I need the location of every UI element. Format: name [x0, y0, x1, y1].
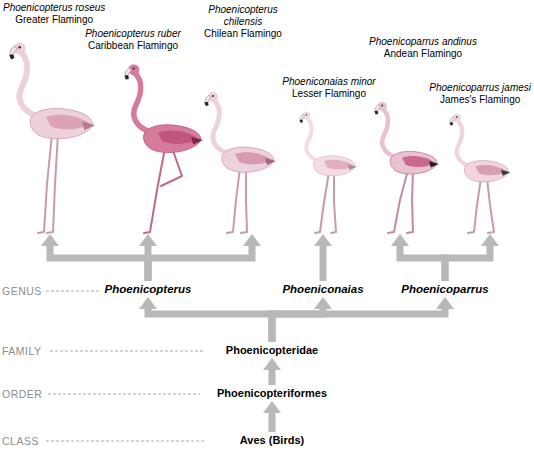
arrow-shaft	[50, 245, 148, 281]
arrow-head	[41, 234, 59, 246]
branch-arrow	[263, 401, 281, 432]
scientific-name: Phoenicopterus roseus	[3, 2, 105, 14]
arrow-head	[436, 297, 454, 309]
rank-node: Phoenicopteriformes	[214, 385, 330, 401]
taxon-name: Phoenicoparrus	[401, 282, 489, 296]
arrow-head	[314, 234, 332, 246]
branch-arrow	[148, 234, 261, 281]
arrow-shaft	[148, 245, 252, 281]
flamingo-illustration	[204, 92, 276, 172]
branch-arrow	[139, 297, 272, 342]
species-node: Phoenicoparrus jamesiJames's Flamingo	[429, 82, 531, 234]
arrow-shaft	[445, 245, 490, 281]
scientific-name: Phoenicopterus ruber	[85, 28, 181, 40]
branch-arrow	[445, 234, 499, 281]
branch-arrow	[272, 297, 454, 342]
arrow-shaft	[269, 369, 276, 385]
common-name: Greater Flamingo	[3, 14, 105, 26]
arrow-shaft	[319, 245, 326, 281]
taxon-name: Phoenicopteriformes	[217, 386, 327, 400]
genus-node: Phoenicopterus	[102, 281, 195, 297]
rank-label: GENUS	[2, 284, 42, 298]
species-node: Phoeniconaias minorLesser Flamingo	[282, 76, 375, 234]
genus-node: Phoeniconaias	[279, 281, 366, 297]
common-name: James's Flamingo	[429, 94, 531, 106]
arrow-shaft	[272, 308, 445, 342]
arrow-head	[243, 234, 261, 246]
rank-node: Phoenicopteridae	[223, 342, 321, 358]
scientific-name: Phoenicoparrus andinus	[369, 36, 477, 48]
flamingo-illustration	[9, 42, 95, 138]
genus-node: Phoenicoparrus	[398, 281, 492, 297]
branch-arrow	[41, 234, 148, 281]
rank-label: ORDER	[2, 387, 42, 401]
branch-arrow	[263, 358, 281, 385]
rank-label: FAMILY	[2, 344, 42, 358]
arrow-shaft	[148, 308, 272, 342]
branch-arrow	[391, 234, 445, 281]
taxon-name: Phoenicopterus	[105, 282, 192, 296]
scientific-name: Phoenicoparrus jamesi	[429, 82, 531, 94]
branch-arrow	[314, 234, 332, 281]
species-node: Phoenicopterus chilensisChilean Flamingo	[198, 4, 288, 234]
arrow-head	[391, 234, 409, 246]
flamingo-illustration	[300, 112, 357, 176]
arrow-head	[139, 297, 157, 309]
arrow-shaft	[268, 412, 275, 432]
flamingo-legs	[38, 134, 494, 233]
branch-arrow	[272, 297, 332, 342]
common-name: Lesser Flamingo	[282, 88, 375, 100]
taxon-name: Phoenicopteridae	[226, 343, 318, 357]
rank-node: Aves (Birds)	[237, 432, 307, 448]
arrow-head	[314, 297, 332, 309]
scientific-name: Phoenicopterus chilensis	[198, 4, 288, 28]
common-name: Andean Flamingo	[369, 48, 477, 60]
arrow-head	[481, 234, 499, 246]
flamingo-illustration	[374, 102, 438, 174]
common-name: Caribbean Flamingo	[85, 40, 181, 52]
common-name: Chilean Flamingo	[198, 28, 288, 40]
flamingo-illustration	[449, 114, 510, 182]
taxon-name: Aves (Birds)	[240, 433, 304, 447]
arrow-head	[139, 234, 157, 246]
flamingo-illustration	[124, 64, 203, 152]
species-node: Phoenicopterus ruberCaribbean Flamingo	[85, 28, 181, 234]
species-node: Phoenicoparrus andinusAndean Flamingo	[369, 36, 477, 234]
arrow-shaft	[400, 245, 445, 281]
arrow-head	[263, 358, 281, 370]
taxon-name: Phoeniconaias	[282, 282, 363, 296]
arrow-head	[263, 401, 281, 413]
rank-label: CLASS	[2, 434, 39, 448]
scientific-name: Phoeniconaias minor	[282, 76, 375, 88]
